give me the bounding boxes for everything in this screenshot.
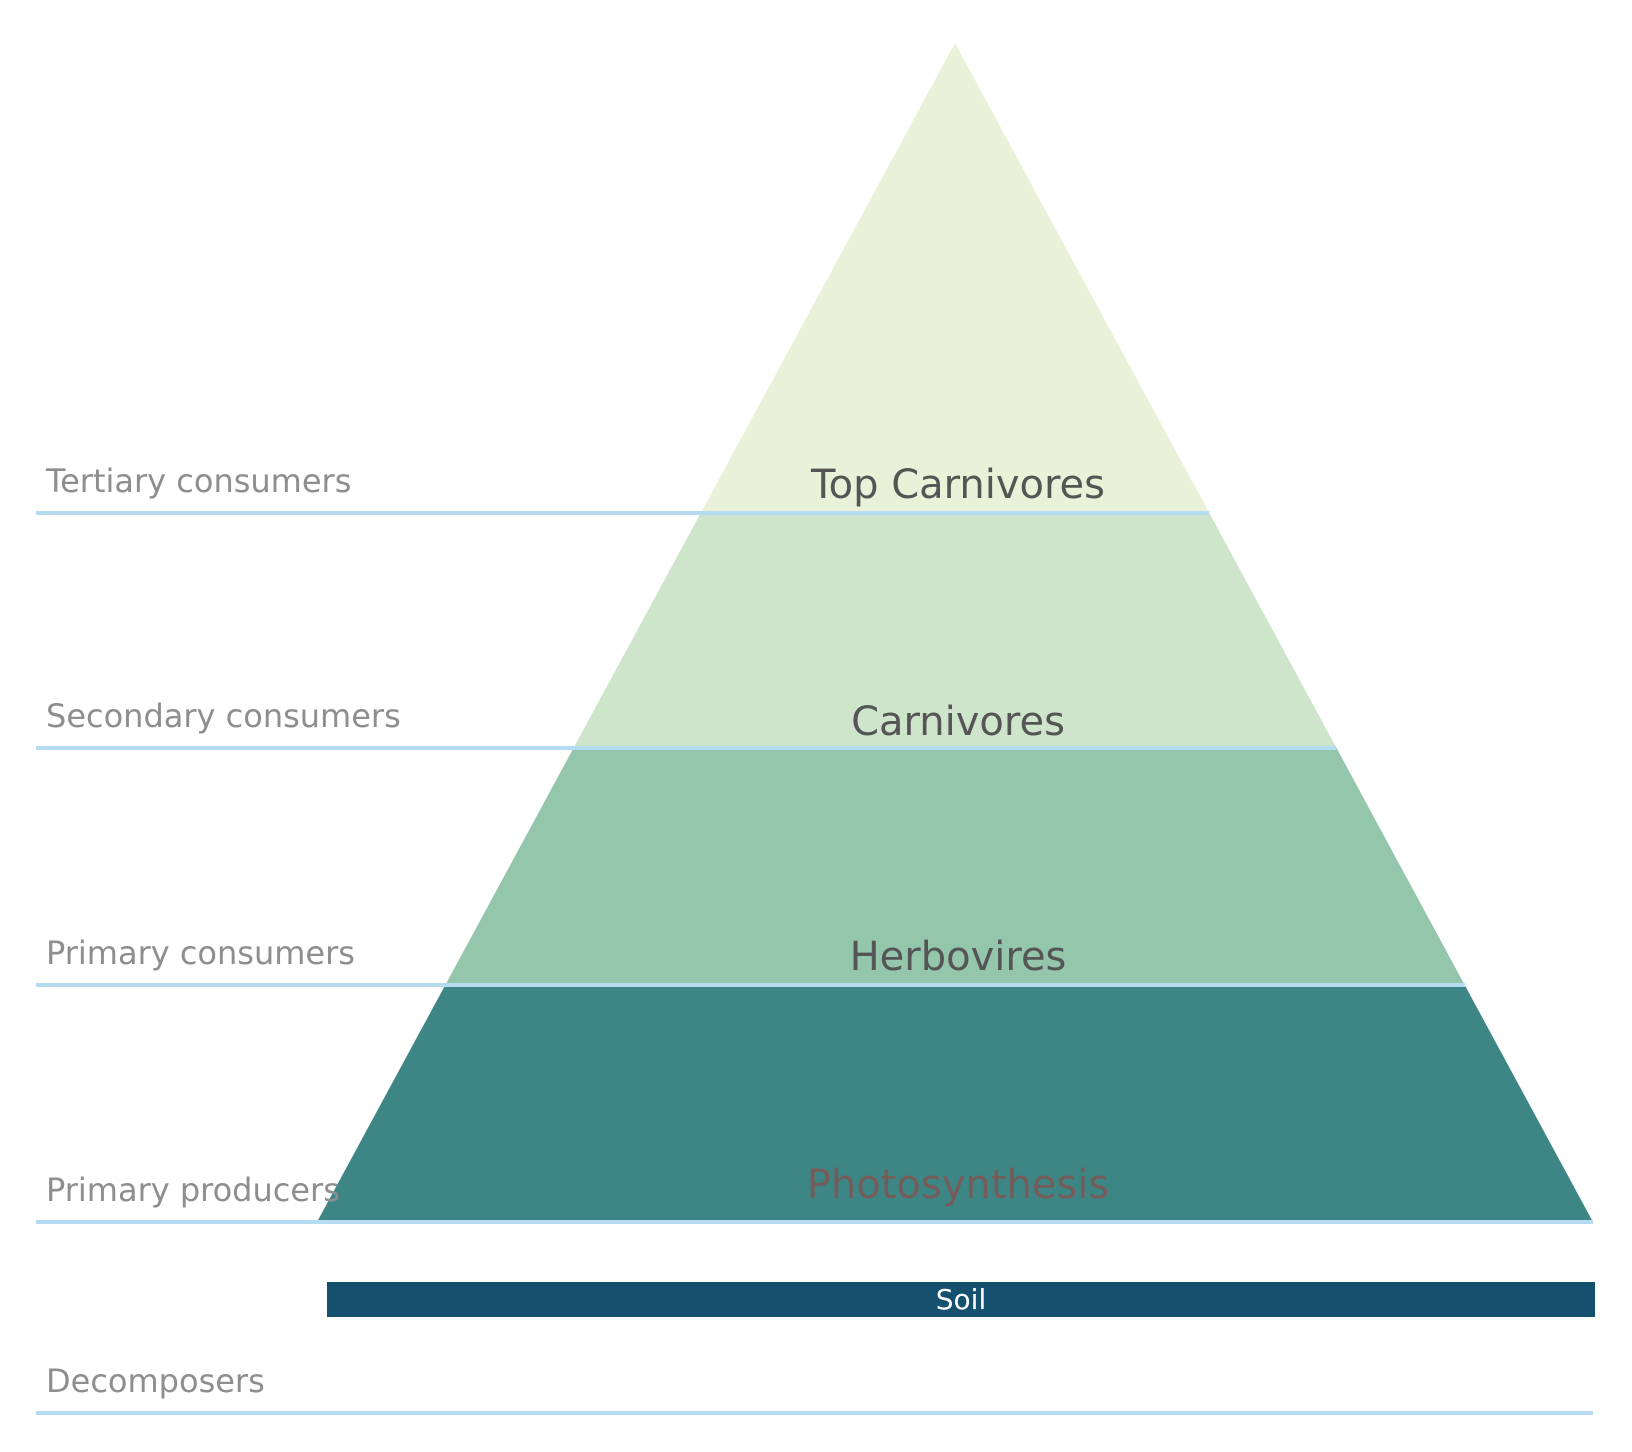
- side-label-decomposers: Decomposers: [46, 1362, 265, 1400]
- side-label-primary-consumers: Primary consumers: [46, 934, 355, 972]
- pyramid-level-photosynthesis: [317, 985, 1593, 1222]
- side-label-secondary-consumers: Secondary consumers: [46, 697, 401, 735]
- level-label-herbovires: Herbovires: [850, 934, 1067, 980]
- level-label-photosynthesis: Photosynthesis: [807, 1162, 1109, 1208]
- side-label-primary-producers: Primary producers: [46, 1171, 340, 1209]
- pyramid-level-herbovires: [445, 748, 1465, 985]
- soil-label: Soil: [936, 1283, 986, 1316]
- soil-bar: [327, 1282, 1595, 1317]
- pyramid-level-carnivores: [573, 513, 1337, 748]
- pyramid-level-top-carnivores: [700, 43, 1210, 513]
- level-label-carnivores: Carnivores: [851, 699, 1065, 745]
- level-label-top-carnivores: Top Carnivores: [810, 462, 1105, 508]
- side-label-tertiary-consumers: Tertiary consumers: [46, 462, 352, 500]
